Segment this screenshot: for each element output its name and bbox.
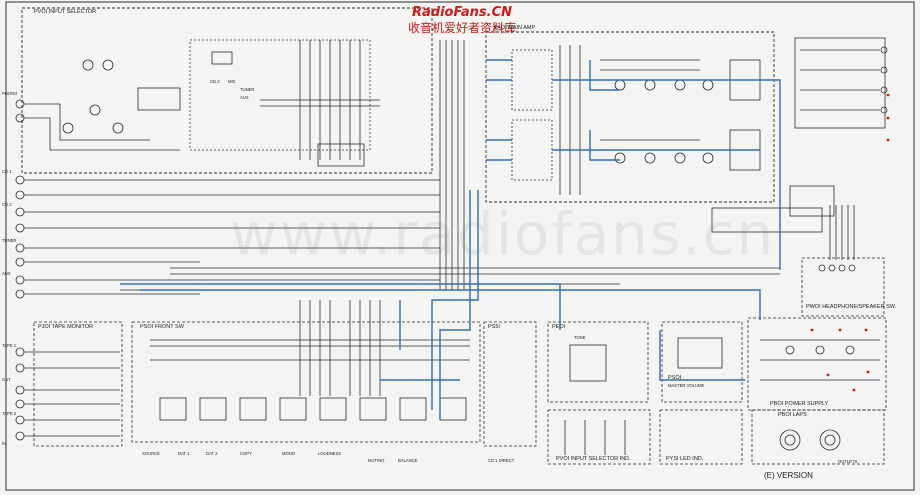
pe01-box <box>547 321 649 403</box>
input-indicator-title: PVOI INPUT SELECTOR IND. <box>556 456 631 462</box>
ps51-title: PS5I <box>488 324 500 330</box>
input-tuner: TUNER <box>2 238 17 243</box>
switch-cd1-direct: CD 1 DIRECT <box>488 458 515 463</box>
ps51-box <box>483 321 537 447</box>
front-sw-title: PSOI FRONT SW <box>140 324 184 330</box>
led-ind-box <box>659 409 743 465</box>
tape-monitor-box <box>33 321 123 447</box>
switch-muting: MUTING <box>368 458 385 463</box>
input-cd2: CD 2 <box>2 202 12 207</box>
led-ind-title: PYSI LED IND. <box>666 456 704 462</box>
master-volume-box <box>661 321 743 403</box>
watermark-tagline: 收音机爱好者资料库 <box>407 21 516 35</box>
lamps-box <box>751 409 885 465</box>
power-supply-title: PBOI POWER SUPPLY <box>770 401 829 407</box>
master-volume-title: MASTER VOLUME <box>668 383 705 388</box>
input-selector-title: PVOI INPUT SELECTOR <box>34 9 97 15</box>
main-amp-box <box>485 31 775 203</box>
input-selector-box <box>21 7 433 174</box>
input-indicator-box <box>547 409 651 465</box>
version-title: (E) VERSION <box>764 471 813 480</box>
center-mic-label: MIC <box>228 79 236 84</box>
input-out: OUT <box>2 377 11 382</box>
switch-dat2: DAT 2 <box>206 451 218 456</box>
headphone-box <box>801 257 885 317</box>
headphone-title: PWOI HEADPHONE/SPEAKER SW. <box>806 304 897 310</box>
power-supply-box <box>747 317 887 411</box>
watermark-background: www.radiofans.cn <box>230 200 776 268</box>
input-tape2: TAPE 2 <box>2 411 17 416</box>
input-cd1: CD 1 <box>2 169 12 174</box>
switch-dat1: DAT 1 <box>178 451 190 456</box>
main-amp-title: PAOI MAIN AMP <box>494 25 536 31</box>
lamps-title: PBOI LAPS <box>778 412 807 418</box>
pso-title: PSOI <box>668 375 682 381</box>
watermark-site: RadioFans.CN <box>412 5 512 20</box>
input-in: IN <box>2 441 7 446</box>
center-cd-label: CD 2 <box>210 79 220 84</box>
switch-mono: MONO <box>282 451 296 456</box>
switch-balance: BALANCE <box>398 458 418 463</box>
center-aux-label: AUX <box>240 95 249 100</box>
center-tuner-label: TUNER <box>240 87 255 92</box>
input-aux: AUX <box>2 271 11 276</box>
tone-label: TONE <box>574 335 586 340</box>
switch-source: SOURCE <box>142 451 160 456</box>
switch-loudness: LOUDNESS <box>318 451 342 456</box>
switch-copy: COPY <box>240 451 252 456</box>
tape-monitor-title: PJOI TAPE MONITOR <box>38 324 94 330</box>
front-sw-box <box>131 321 481 443</box>
pe01-title: PEOI <box>552 324 566 330</box>
input-phono: PHONO <box>2 91 18 96</box>
outlets-label: OUTLETS <box>838 459 858 464</box>
input-tape1: TAPE 1 <box>2 343 17 348</box>
